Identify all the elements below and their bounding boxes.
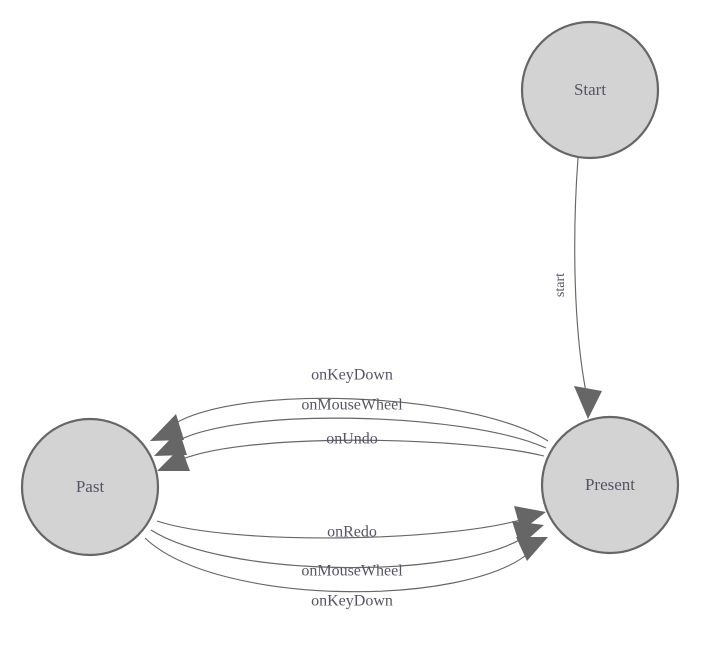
edge-past-to-present-onkeydown[interactable] (144, 537, 548, 593)
node-start-circle (520, 20, 660, 160)
edge-path-past-present-wheel (150, 529, 527, 569)
edge-start-to-present[interactable] (574, 157, 602, 419)
node-start[interactable]: Start (520, 20, 660, 160)
edge-label-onkeydown-lower: onKeyDown (311, 593, 393, 610)
arrowhead-past-3 (157, 447, 190, 471)
node-past[interactable]: Past (20, 417, 160, 557)
arrowhead-present-3 (516, 537, 548, 561)
edge-path-start (574, 157, 587, 393)
edge-label-onmousewheel-lower: onMouseWheel (301, 563, 403, 580)
edge-path-present-past-keydown (167, 397, 549, 442)
node-present[interactable]: Present (540, 415, 680, 555)
arrowhead-present-top (574, 386, 602, 419)
edge-present-to-past-onundo[interactable] (157, 439, 545, 471)
edge-label-onkeydown-upper: onKeyDown (311, 367, 393, 384)
edge-label-onundo: onUndo (326, 431, 378, 448)
edge-label-onmousewheel-upper: onMouseWheel (301, 397, 403, 414)
edge-path-present-past-undo (175, 439, 545, 463)
edge-path-present-past-wheel (171, 417, 547, 449)
node-present-circle (540, 415, 680, 555)
edge-path-past-present-keydown (144, 537, 531, 593)
node-past-circle (20, 417, 160, 557)
edge-path-past-present-redo (156, 517, 528, 539)
edge-label-start: start (553, 273, 568, 297)
edge-label-onredo: onRedo (327, 524, 377, 541)
